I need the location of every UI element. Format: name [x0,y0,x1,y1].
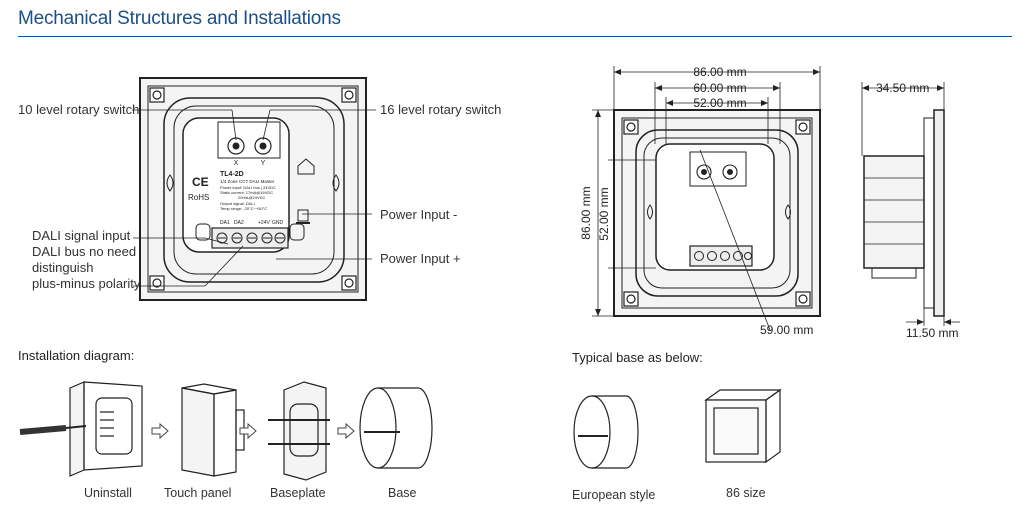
base-86 [704,388,782,464]
dim-bottom: 59.00 mm [760,323,813,337]
module-spec2: Static current: 17mA@16VDC [220,190,273,195]
installation-heading: Installation diagram: [18,348,135,363]
dim-width-inner: 52.00 mm [693,96,746,110]
module-model: TL4-2D [220,171,244,178]
dial-y-label: Y [261,160,266,167]
terminal-da2: DA2 [234,220,244,226]
callout-lines [132,109,376,287]
install-touch-panel [181,383,245,477]
typical-base-heading: Typical base as below: [572,350,703,365]
dimension-view [613,109,821,317]
corner-screws [149,87,357,291]
callout-power-minus: Power Input - [380,207,458,222]
callout-dali-4: plus-minus polarity [32,276,141,291]
step-arrows [151,422,355,440]
dim-depth: 34.50 mm [876,81,929,95]
module-desc: 1/4 Zone CCT DALI Master [220,179,275,184]
callout-power-plus: Power Input + [380,251,461,266]
dial-x-label: X [234,160,239,167]
module-spec4: Output signal: DALI [220,201,255,206]
title-rule [18,36,1012,37]
base-european [573,395,639,469]
terminal-gnd: GND [272,220,284,226]
callout-dali-3: distinguish [32,260,94,275]
module-spec5: Temp range: -20°C~+50°C [220,206,267,211]
caption-86-size: 86 size [726,486,766,500]
dimension-lines [592,66,821,331]
rohs-mark: RoHS [188,193,209,202]
module-spec1: Power input: DALI bus | 24VDC [220,185,276,190]
side-dimension-lines [861,82,960,326]
callout-right-rotary: 16 level rotary switch [380,102,502,117]
install-baseplate [268,381,330,481]
page-title: Mechanical Structures and Installations [18,8,341,29]
terminal-da1: DA1 [220,220,230,226]
dim-height-outer: 86.00 mm [579,186,593,239]
dim-height-inner: 52.00 mm [597,187,611,240]
dim-thickness: 11.50 mm [906,326,958,340]
ce-mark: CE [192,175,209,189]
front-panel [139,77,367,301]
callout-dali-2: DALI bus no need [32,244,137,259]
dim-width-outer: 86.00 mm [693,65,746,79]
caption-base: Base [388,486,417,500]
terminal-24v: +24V [258,220,270,226]
caption-uninstall: Uninstall [84,486,132,500]
dim-width-mid: 60.00 mm [693,81,746,95]
install-base [359,387,433,469]
callout-dali-1: DALI signal input [32,228,131,243]
caption-european-style: European style [572,488,656,502]
side-view [863,109,945,317]
callout-left-rotary: 10 level rotary switch [18,102,140,117]
install-uninstall [19,381,143,477]
caption-touch-panel: Touch panel [164,486,232,500]
caption-baseplate: Baseplate [270,486,326,500]
module-spec3: 20mA@24VDC [238,195,266,200]
